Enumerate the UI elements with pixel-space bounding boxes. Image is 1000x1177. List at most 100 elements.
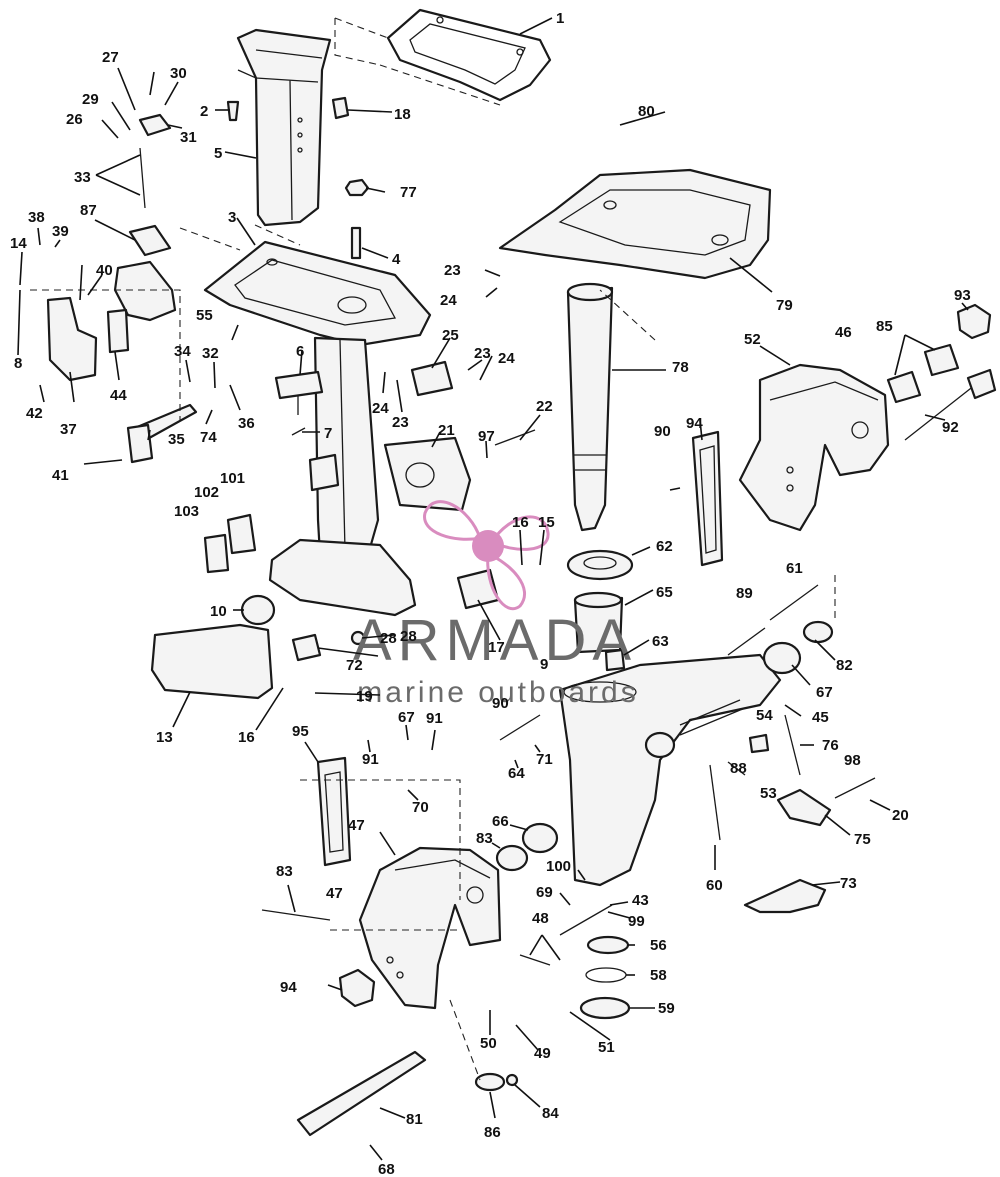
callout-label: 24 (372, 400, 389, 417)
transom-bar (296, 1050, 427, 1137)
callout-label: 78 (672, 359, 689, 376)
clamp-bracket-right (738, 363, 890, 532)
clamp-nut-94b (338, 968, 376, 1008)
nut (344, 178, 370, 197)
gasket-plate (386, 8, 552, 102)
tilt-link-97 (316, 756, 352, 867)
callout-label: 13 (156, 729, 173, 746)
callout-label: 14 (10, 235, 27, 252)
callout-label: 32 (202, 345, 219, 362)
callout-label: 94 (686, 415, 703, 432)
callout-label: 42 (26, 405, 43, 422)
pin-33 (139, 147, 146, 209)
callout-label: 41 (52, 467, 69, 484)
ring-60 (579, 996, 631, 1020)
callout-label: 19 (356, 688, 373, 705)
callout-label: 80 (638, 103, 655, 120)
thrust-washer (566, 549, 634, 581)
callout-label: 45 (812, 709, 829, 726)
callout-label: 28 (400, 628, 417, 645)
callout-label: 8 (14, 355, 22, 372)
callout-label: 55 (196, 307, 213, 324)
callout-label: 91 (362, 751, 379, 768)
callout-label: 93 (954, 287, 971, 304)
callout-label: 97 (478, 428, 495, 445)
callout-label: 87 (80, 202, 97, 219)
anti-ventilation-plate (268, 538, 417, 617)
grommet (240, 594, 276, 626)
ring-58 (586, 935, 630, 955)
callout-label: 34 (174, 343, 191, 360)
callout-label: 54 (756, 707, 773, 724)
callout-label: 85 (876, 318, 893, 335)
callout-label: 53 (760, 785, 777, 802)
brand-tagline: marine outboards (357, 676, 638, 709)
callout-label: 64 (508, 765, 525, 782)
callout-label: 63 (652, 633, 669, 650)
callout-label: 66 (492, 813, 509, 830)
callout-label: 27 (102, 49, 119, 66)
callout-label: 58 (650, 967, 667, 984)
spring-77 (784, 714, 801, 776)
callout-label: 23 (444, 262, 461, 279)
callout-label: 1 (556, 10, 564, 27)
drive-housing (313, 336, 380, 557)
callout-label: 38 (28, 209, 45, 226)
callout-label: 21 (438, 422, 455, 439)
callout-label: 35 (168, 431, 185, 448)
callout-label: 22 (536, 398, 553, 415)
lever-37 (46, 296, 98, 382)
armada-watermark: ARMADA marine outboards (353, 500, 638, 709)
callout-label: 71 (536, 751, 553, 768)
tilt-rod-93 (904, 384, 976, 441)
callout-label: 17 (488, 639, 505, 656)
callout-label: 20 (892, 807, 909, 824)
rubber-mount (291, 633, 322, 662)
swivel-bracket (558, 653, 782, 887)
callout-label: 5 (214, 145, 222, 162)
callout-label: 90 (492, 695, 509, 712)
callout-label: 61 (786, 560, 803, 577)
ring-59 (585, 967, 627, 983)
callout-label: 23 (474, 345, 491, 362)
callout-label: 39 (52, 223, 69, 240)
callout-label: 100 (546, 858, 571, 875)
callout-label: 6 (296, 343, 304, 360)
leader-lines (17, 17, 969, 1161)
link-45 (106, 308, 130, 354)
callout-label: 79 (776, 297, 793, 314)
callout-label: 44 (110, 387, 127, 404)
callout-label: 51 (598, 1039, 615, 1056)
tilt-bolt-84 (261, 909, 331, 921)
callout-label: 62 (656, 538, 673, 555)
callout-label: 73 (840, 875, 857, 892)
callout-label: 60 (706, 877, 723, 894)
part-drawings (30, 8, 997, 1137)
callout-label: 46 (835, 324, 852, 341)
swivel-plate (498, 168, 772, 280)
side-cover (150, 623, 274, 700)
tilt-link-95 (691, 430, 724, 567)
callout-label: 65 (656, 584, 673, 601)
stud (350, 226, 362, 260)
callout-label: 31 (180, 129, 197, 146)
callout-label: 86 (484, 1124, 501, 1141)
callout-label: 90 (654, 423, 671, 440)
callout-label: 4 (392, 251, 401, 268)
callout-label: 47 (326, 885, 343, 902)
callout-label: 98 (844, 752, 861, 769)
callout-label: 67 (398, 709, 415, 726)
screw (226, 100, 240, 122)
callout-label: 74 (200, 429, 217, 446)
callout-label: 16 (512, 514, 529, 531)
callout-label: 91 (426, 710, 443, 727)
callout-label: 15 (538, 514, 555, 531)
throttle-cam (113, 260, 177, 322)
callout-label: 26 (66, 111, 83, 128)
callout-label: 88 (730, 760, 747, 777)
callout-label: 50 (480, 1035, 497, 1052)
callout-label: 76 (822, 737, 839, 754)
exhaust-tube (236, 28, 332, 227)
propeller-logo (423, 500, 550, 610)
callout-label: 72 (346, 657, 363, 674)
